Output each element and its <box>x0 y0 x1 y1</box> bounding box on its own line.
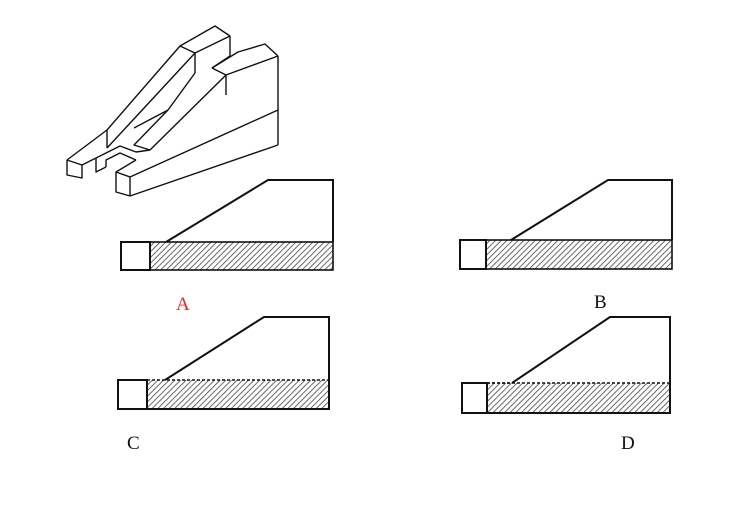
option-c-view <box>117 316 330 410</box>
option-d-view <box>461 316 671 414</box>
option-b-label: B <box>594 292 607 313</box>
option-a-label: A <box>176 294 190 315</box>
option-b-view <box>459 179 673 270</box>
option-d-label: D <box>621 433 635 454</box>
option-c-label: C <box>127 433 140 454</box>
option-a-view <box>120 179 334 271</box>
isometric-part-drawing <box>66 25 279 197</box>
